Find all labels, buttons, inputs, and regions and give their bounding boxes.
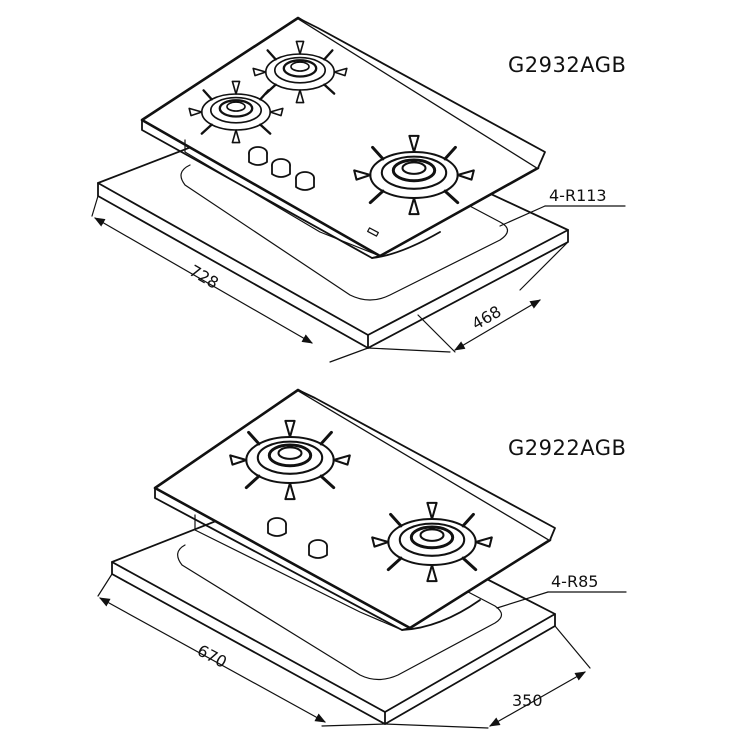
control-knob	[271, 158, 291, 178]
control-knob	[248, 146, 268, 166]
control-knob	[267, 517, 287, 537]
depth-dimension: 350	[384, 625, 591, 729]
depth-label: 468	[469, 302, 505, 334]
cooktop-body	[140, 16, 546, 259]
corner-radius-label: 4-R85	[551, 572, 598, 591]
control-knob	[295, 171, 315, 191]
model-name: G2922AGB	[508, 436, 626, 460]
depth-label: 350	[512, 691, 543, 710]
product-g2932agb: G2932AGB 728 468 4-R113	[91, 16, 626, 363]
corner-radius-callout: 4-R85	[496, 572, 627, 609]
control-knob	[308, 539, 328, 559]
corner-radius-label: 4-R113	[549, 186, 607, 205]
cooktop-body	[153, 388, 556, 631]
product-g2922agb: G2922AGB 670 350 4-R85	[97, 388, 627, 729]
corner-radius-callout: 4-R113	[499, 186, 626, 227]
model-name: G2932AGB	[508, 53, 626, 77]
